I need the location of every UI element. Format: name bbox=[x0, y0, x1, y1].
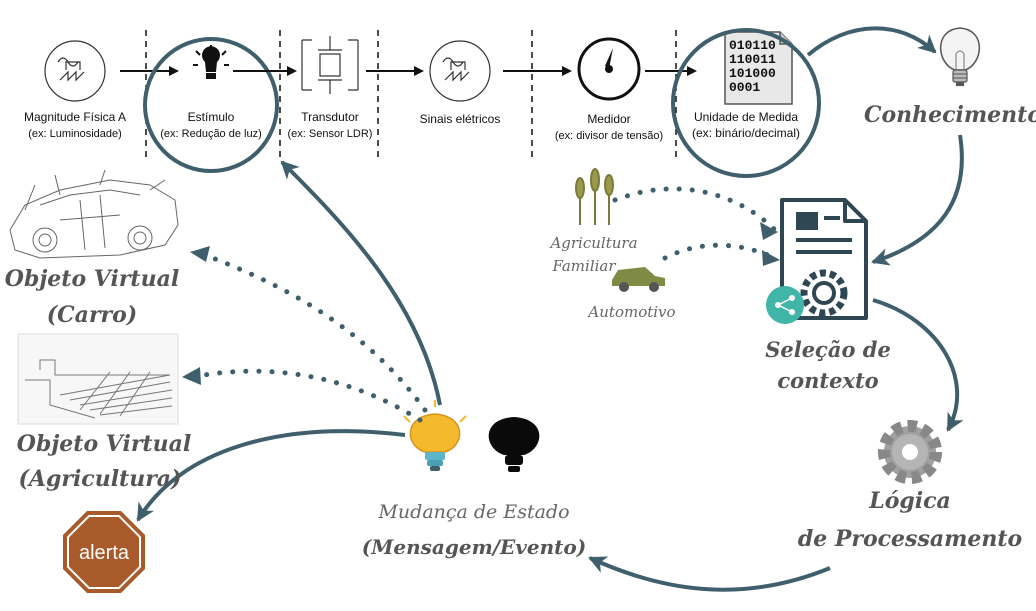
dotted-arrowhead-auto bbox=[762, 250, 780, 266]
binary-line-4: 0001 bbox=[729, 80, 760, 95]
arrow-to-contexto bbox=[871, 134, 964, 266]
contexto-label-2: contexto bbox=[777, 368, 878, 393]
objeto-agri-label-2: (Agricultura) bbox=[19, 466, 182, 492]
lit-bulb-icon bbox=[403, 400, 467, 471]
magnitude-icon bbox=[44, 40, 106, 102]
knowledge-bulb-icon bbox=[940, 27, 980, 86]
dotted-arrow-agri bbox=[612, 186, 778, 233]
logica-label-2: de Processamento bbox=[798, 526, 1022, 552]
estimulo-highlight-circle bbox=[143, 37, 279, 173]
arrow-to-estimulo bbox=[280, 160, 442, 406]
dotted-arrow-auto bbox=[662, 242, 778, 261]
arrow-to-conhecimento bbox=[806, 26, 937, 57]
unidade-title: Unidade de Medida bbox=[694, 110, 798, 124]
dotted-arrowhead-agri bbox=[760, 222, 778, 240]
document-gear-icon bbox=[780, 198, 868, 320]
signal-icon bbox=[429, 40, 491, 102]
magnitude-title: Magnitude Física A bbox=[24, 110, 126, 124]
share-icon bbox=[766, 286, 804, 324]
magnitude-sub: (ex: Luminosidade) bbox=[28, 128, 122, 140]
dotted-arrow-agri-obj bbox=[195, 368, 423, 423]
objeto-agri-label-1: Objeto Virtual bbox=[17, 431, 191, 457]
alert-stop-sign-icon bbox=[63, 511, 145, 593]
arrow-to-logica bbox=[872, 298, 964, 432]
arrow-to-alerta bbox=[136, 429, 406, 522]
objeto-carro-label-1: Objeto Virtual bbox=[5, 266, 179, 292]
agri-label-1: Agricultura bbox=[548, 234, 637, 252]
alerta-label: alerta bbox=[79, 542, 130, 564]
dotted-arrow-carro bbox=[202, 252, 428, 413]
unidade-highlight-circle bbox=[671, 28, 821, 178]
mudanca-label-1: Mudança de Estado bbox=[377, 501, 569, 523]
logica-label-1: Lógica bbox=[868, 488, 951, 514]
sinais-title: Sinais elétricos bbox=[420, 112, 501, 126]
objeto-carro-label-2: (Carro) bbox=[47, 302, 137, 328]
agri-label-2: Familiar bbox=[551, 257, 616, 275]
unidade-sub: (ex: binário/decimal) bbox=[692, 126, 800, 140]
gear-icon bbox=[878, 420, 942, 484]
binary-line-1: 010110 bbox=[729, 38, 776, 53]
irrigation-sketch-image bbox=[17, 333, 179, 425]
binary-line-2: 110011 bbox=[729, 52, 776, 67]
transducer-icon bbox=[301, 36, 359, 94]
wheat-icon bbox=[575, 168, 614, 225]
conhecimento-label: Conhecimento bbox=[864, 102, 1036, 128]
medidor-title: Medidor bbox=[587, 112, 630, 126]
auto-label: Automotivo bbox=[586, 303, 675, 321]
mudanca-label-2: (Mensagem/Evento) bbox=[362, 535, 586, 559]
estimulo-title: Estímulo bbox=[188, 110, 235, 124]
binary-document-icon: 010110 110011 101000 0001 bbox=[724, 31, 793, 105]
arrow-to-mudanca bbox=[588, 556, 831, 592]
binary-line-3: 101000 bbox=[729, 66, 776, 81]
lamp-icon bbox=[193, 45, 229, 79]
transdutor-sub: (ex: Sensor LDR) bbox=[288, 128, 373, 140]
car-sketch-image bbox=[9, 169, 179, 259]
dotted-arrowhead-carro bbox=[190, 246, 210, 262]
car-icon bbox=[612, 267, 665, 292]
medidor-sub: (ex: divisor de tensão) bbox=[555, 130, 663, 142]
estimulo-sub: (ex: Redução de luz) bbox=[160, 128, 262, 140]
contexto-label-1: Seleção de bbox=[765, 337, 891, 362]
dotted-arrowhead-agri-obj bbox=[182, 367, 201, 385]
dark-bulb-icon bbox=[488, 417, 540, 472]
transdutor-title: Transdutor bbox=[301, 110, 359, 124]
gauge-icon bbox=[577, 37, 641, 101]
